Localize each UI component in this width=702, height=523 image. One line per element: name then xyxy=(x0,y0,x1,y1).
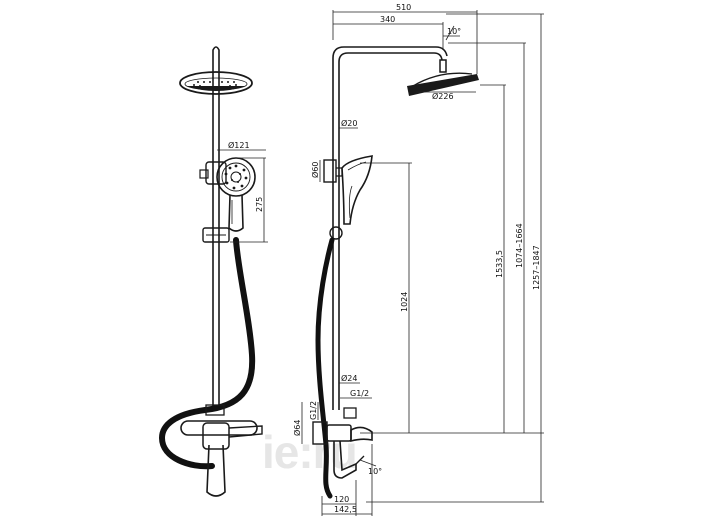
dim-tilt-top: 10° xyxy=(447,27,461,36)
dim-handshower-height: 275 xyxy=(255,197,264,212)
side-rail-inner xyxy=(338,52,443,410)
front-mixer xyxy=(180,420,263,497)
dim-flange-diameter: Ø64 xyxy=(292,420,302,436)
side-slider xyxy=(329,226,343,240)
dim-handshower-diameter: Ø121 xyxy=(228,140,250,150)
front-hose-nut xyxy=(205,404,225,416)
dim-adjust-range: 1074–1664 xyxy=(515,223,524,268)
dim-pipe-diameter: Ø24 xyxy=(341,373,357,383)
dim-arm-length: 340 xyxy=(380,15,395,24)
dim-thread-top: G1/2 xyxy=(350,389,369,398)
front-slider xyxy=(202,227,230,243)
front-holder-knob xyxy=(199,169,209,179)
side-head-shower xyxy=(407,59,479,96)
dim-spout-reach-a: 120 xyxy=(334,495,349,504)
side-mixer xyxy=(312,421,373,479)
dim-rail-diameter: Ø20 xyxy=(341,118,357,128)
side-hose xyxy=(315,237,335,499)
dim-spout-tilt: 10° xyxy=(368,467,382,476)
side-view xyxy=(312,46,479,499)
side-rail-outer xyxy=(332,46,448,410)
dim-total-height: 1257–1847 xyxy=(532,245,541,290)
dim-thread-side: G1/2 xyxy=(309,401,318,420)
dim-mixer-to-head: 1533,5 xyxy=(495,250,504,278)
side-hand-shower xyxy=(341,155,373,225)
front-hand-shower xyxy=(216,157,256,232)
dim-mixer-to-holder: 1024 xyxy=(400,292,409,312)
dimension-labels: 510 340 10° Ø226 Ø20 Ø121 275 Ø60 1024 1… xyxy=(228,3,541,514)
dimension-lines xyxy=(217,10,544,516)
dim-head-diameter: Ø226 xyxy=(432,91,454,101)
rail-cap xyxy=(212,46,220,58)
dim-holder-diameter: Ø60 xyxy=(310,162,320,178)
front-hose xyxy=(158,237,256,470)
side-holder xyxy=(323,159,337,183)
side-connector-top xyxy=(343,407,357,419)
front-view xyxy=(158,46,263,497)
dim-total-width: 510 xyxy=(396,3,411,12)
dim-spout-reach-b: 142,5 xyxy=(334,505,357,514)
front-head-shower xyxy=(179,71,253,95)
